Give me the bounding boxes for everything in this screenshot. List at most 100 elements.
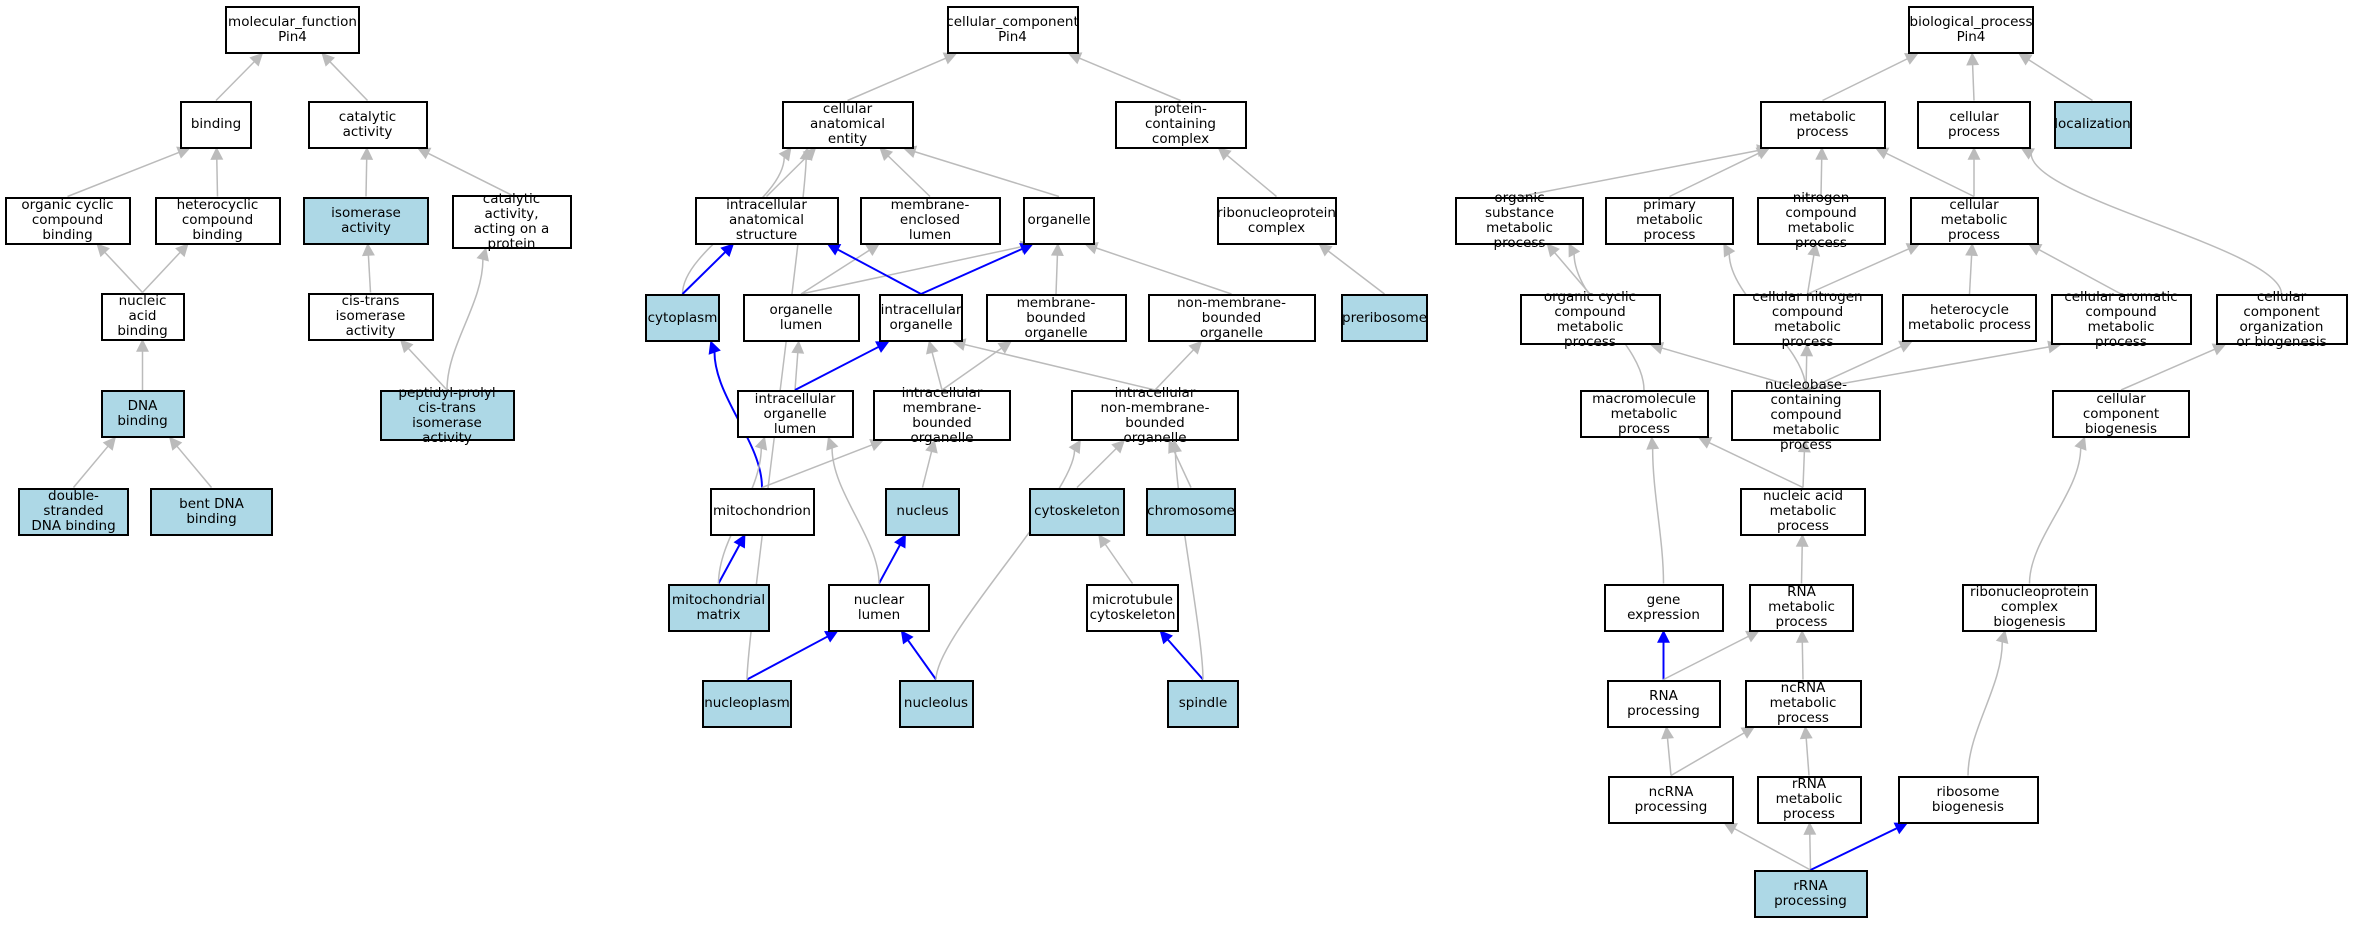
node-isomerase-activity[interactable]: isomerase activity — [303, 196, 429, 245]
node-nucleic-acid-metabolic-process[interactable]: nucleic acid metabolic process — [1740, 487, 1866, 536]
node-intracellular-membrane-bounded-organelle[interactable]: intracellular membrane-bounded organelle — [873, 385, 1011, 445]
node-dna-binding[interactable]: DNA binding — [100, 390, 185, 438]
node-organic-cyclic-compound-metabolic-process[interactable]: organic cyclic compound metabolic proces… — [1519, 289, 1661, 349]
node-cytoplasm[interactable]: cytoplasm — [645, 294, 720, 342]
node-localization[interactable]: localization — [2053, 100, 2132, 149]
node-nucleolus[interactable]: nucleolus — [898, 679, 974, 728]
node-cellular-anatomical-entity[interactable]: cellular anatomical entity — [781, 100, 914, 149]
node-catalytic-activity-acting-on-protein[interactable]: catalytic activity, acting on a protein — [451, 192, 572, 252]
node-microtubule-cytoskeleton[interactable]: microtubule cytoskeleton — [1086, 583, 1179, 632]
node-nitrogen-compound-metabolic-process[interactable]: nitrogen compound metabolic process — [1756, 190, 1886, 250]
edge-intra_org-to-organelle — [920, 247, 1023, 295]
node-bent-dna-binding[interactable]: bent DNA binding — [150, 487, 273, 536]
edge-arrowhead — [1067, 52, 1083, 65]
node-ribosome-biogenesis[interactable]: ribosome biogenesis — [1897, 775, 2039, 824]
edge-namp-to-nbccmp — [1802, 451, 1806, 488]
edge-arrowhead — [799, 146, 813, 161]
node-spindle[interactable]: spindle — [1167, 679, 1239, 728]
node-heterocyclic-compound-binding[interactable]: heterocyclic compound binding — [154, 196, 281, 245]
node-metabolic-process[interactable]: metabolic process — [1759, 100, 1886, 149]
node-cellular-process[interactable]: cellular process — [1917, 100, 2031, 149]
node-intracellular-organelle-lumen[interactable]: intracellular organelle lumen — [736, 390, 854, 438]
node-non-membrane-bounded-organelle[interactable]: non-membrane-bounded organelle — [1147, 294, 1316, 342]
node-organelle-lumen[interactable]: organelle lumen — [742, 294, 860, 342]
node-nuclear-lumen[interactable]: nuclear lumen — [828, 583, 930, 632]
node-cellular-component-biogenesis[interactable]: cellular component biogenesis — [2052, 390, 2190, 438]
node-nucleoplasm[interactable]: nucleoplasm — [702, 679, 792, 728]
node-rrna-metabolic-process[interactable]: rRNA metabolic process — [1756, 775, 1862, 824]
node-heterocycle-metabolic-process[interactable]: heterocycle metabolic process — [1902, 294, 2037, 342]
edge-arrowhead — [997, 341, 1012, 354]
edge-arrowhead — [733, 534, 746, 549]
edge-arrowhead — [1019, 243, 1034, 255]
edge-nuc_lumen-to-nucleus — [878, 544, 901, 584]
node-mitochondrial-matrix[interactable]: mitochondrial matrix — [667, 583, 770, 632]
node-rna-metabolic-process[interactable]: RNA metabolic process — [1749, 583, 1854, 632]
node-gene-expression[interactable]: gene expression — [1603, 583, 1724, 632]
edge-arrowhead — [1723, 243, 1736, 258]
node-ribonucleoprotein-complex[interactable]: ribonucleoprotein complex — [1216, 196, 1337, 245]
edge-arrowhead — [1740, 726, 1755, 739]
node-protein-containing-complex[interactable]: protein-containing complex — [1114, 100, 1247, 149]
node-cellular-metabolic-process[interactable]: cellular metabolic process — [1909, 196, 2039, 245]
edge-arrowhead — [169, 436, 183, 451]
node-nucleus[interactable]: nucleus — [885, 487, 960, 536]
edge-mt_cyto-to-cytoskeleton — [1104, 543, 1134, 584]
node-organelle[interactable]: organelle — [1023, 196, 1095, 245]
node-preribosome[interactable]: preribosome — [1341, 294, 1428, 342]
node-chromosome[interactable]: chromosome — [1146, 487, 1236, 536]
edge-arrowhead — [824, 630, 839, 643]
edge-cytoplasm-to-ias — [681, 251, 727, 295]
node-nucleobase-containing-compound-metabolic-process[interactable]: nucleobase-containing compound metabolic… — [1731, 378, 1881, 453]
node-peptidyl-prolyl-isomerase-activity[interactable]: peptidyl-prolyl cis-trans isomerase acti… — [379, 385, 515, 445]
edge-arrowhead — [1803, 821, 1817, 835]
node-ribonucleoprotein-complex-biogenesis[interactable]: ribonucleoprotein complex biogenesis — [1962, 583, 2097, 632]
node-macromolecule-metabolic-process[interactable]: macromolecule metabolic process — [1579, 390, 1709, 438]
node-catalytic-activity[interactable]: catalytic activity — [307, 100, 428, 149]
edge-arrowhead — [1797, 439, 1811, 453]
node-membrane-enclosed-lumen[interactable]: membrane-enclosed lumen — [859, 196, 1001, 245]
edge-ds_dna-to-dna_bind — [72, 445, 109, 488]
edge-localization-to-bp_root — [2028, 59, 2093, 102]
edge-ccb-to-ccob — [2120, 348, 2216, 391]
node-nucleic-acid-binding[interactable]: nucleic acid binding — [100, 292, 185, 341]
node-intracellular-organelle[interactable]: intracellular organelle — [879, 294, 963, 342]
edge-arrowhead — [708, 340, 721, 355]
node-cytoskeleton[interactable]: cytoskeleton — [1029, 487, 1125, 536]
edge-arrowhead — [1795, 629, 1809, 643]
node-molecular-function-root[interactable]: molecular_function Pin4 — [225, 6, 360, 54]
node-mitochondrion[interactable]: mitochondrion — [709, 487, 815, 536]
node-double-stranded-dna-binding[interactable]: double-stranded DNA binding — [18, 487, 129, 536]
node-ncrna-processing[interactable]: ncRNA processing — [1608, 775, 1734, 824]
edge-chromosome-to-inmbo — [1173, 450, 1192, 488]
node-organic-cyclic-compound-binding[interactable]: organic cyclic compound binding — [4, 196, 131, 245]
edge-nucleus-to-imbo — [921, 450, 933, 488]
node-cellular-component-organization-or-biogenesis[interactable]: cellular component organization or bioge… — [2215, 289, 2348, 349]
node-membrane-bounded-organelle[interactable]: membrane-bounded organelle — [985, 294, 1127, 342]
edge-arrowhead — [942, 52, 958, 65]
edge-cytoskeleton-to-inmbo — [1076, 447, 1117, 489]
node-rrna-processing[interactable]: rRNA processing — [1753, 870, 1868, 918]
edge-het_bind-to-binding — [216, 158, 219, 197]
edge-nucleolus-to-inmbo — [935, 449, 1076, 680]
edge-arrowhead — [210, 146, 224, 160]
node-cellular-aromatic-compound-metabolic-process[interactable]: cellular aromatic compound metabolic pro… — [2050, 289, 2192, 349]
edge-arrowhead — [1568, 243, 1581, 258]
node-cellular-nitrogen-compound-metabolic-process[interactable]: cellular nitrogen compound metabolic pro… — [1732, 289, 1883, 349]
node-intracellular-anatomical-structure[interactable]: intracellular anatomical structure — [694, 196, 839, 245]
node-binding[interactable]: binding — [180, 100, 252, 149]
node-cellular-component-root[interactable]: cellular_component Pin4 — [946, 6, 1079, 54]
edge-arrowhead — [1646, 436, 1660, 450]
node-biological-process-root[interactable]: biological_process Pin4 — [1908, 6, 2034, 54]
edge-arrowhead — [754, 436, 768, 451]
edge-arrowhead — [1967, 146, 1981, 160]
node-intracellular-non-membrane-bounded-organelle[interactable]: intracellular non-membrane-bounded organ… — [1071, 385, 1239, 445]
node-rna-processing[interactable]: RNA processing — [1606, 679, 1721, 728]
node-ncrna-metabolic-process[interactable]: ncRNA metabolic process — [1744, 679, 1862, 728]
edge-osmp-to-metab — [1519, 149, 1759, 198]
node-organic-substance-metabolic-process[interactable]: organic substance metabolic process — [1455, 190, 1584, 250]
node-cis-trans-isomerase-activity[interactable]: cis-trans isomerase activity — [307, 292, 434, 341]
edge-nuc_lumen-to-iol — [831, 447, 880, 584]
edge-arrowhead — [1546, 243, 1560, 258]
node-primary-metabolic-process[interactable]: primary metabolic process — [1605, 196, 1734, 245]
